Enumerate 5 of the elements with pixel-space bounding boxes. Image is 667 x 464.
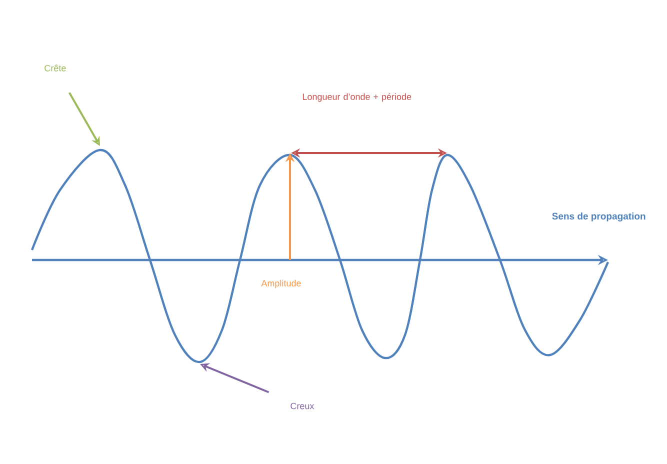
axis-label: Sens de propagation <box>552 212 646 222</box>
callout-label: Creux <box>290 402 314 410</box>
callout-label: Crête <box>44 64 66 72</box>
measure-label: Longueur d’onde + période <box>302 93 412 102</box>
measure-label: Amplitude <box>261 280 301 288</box>
